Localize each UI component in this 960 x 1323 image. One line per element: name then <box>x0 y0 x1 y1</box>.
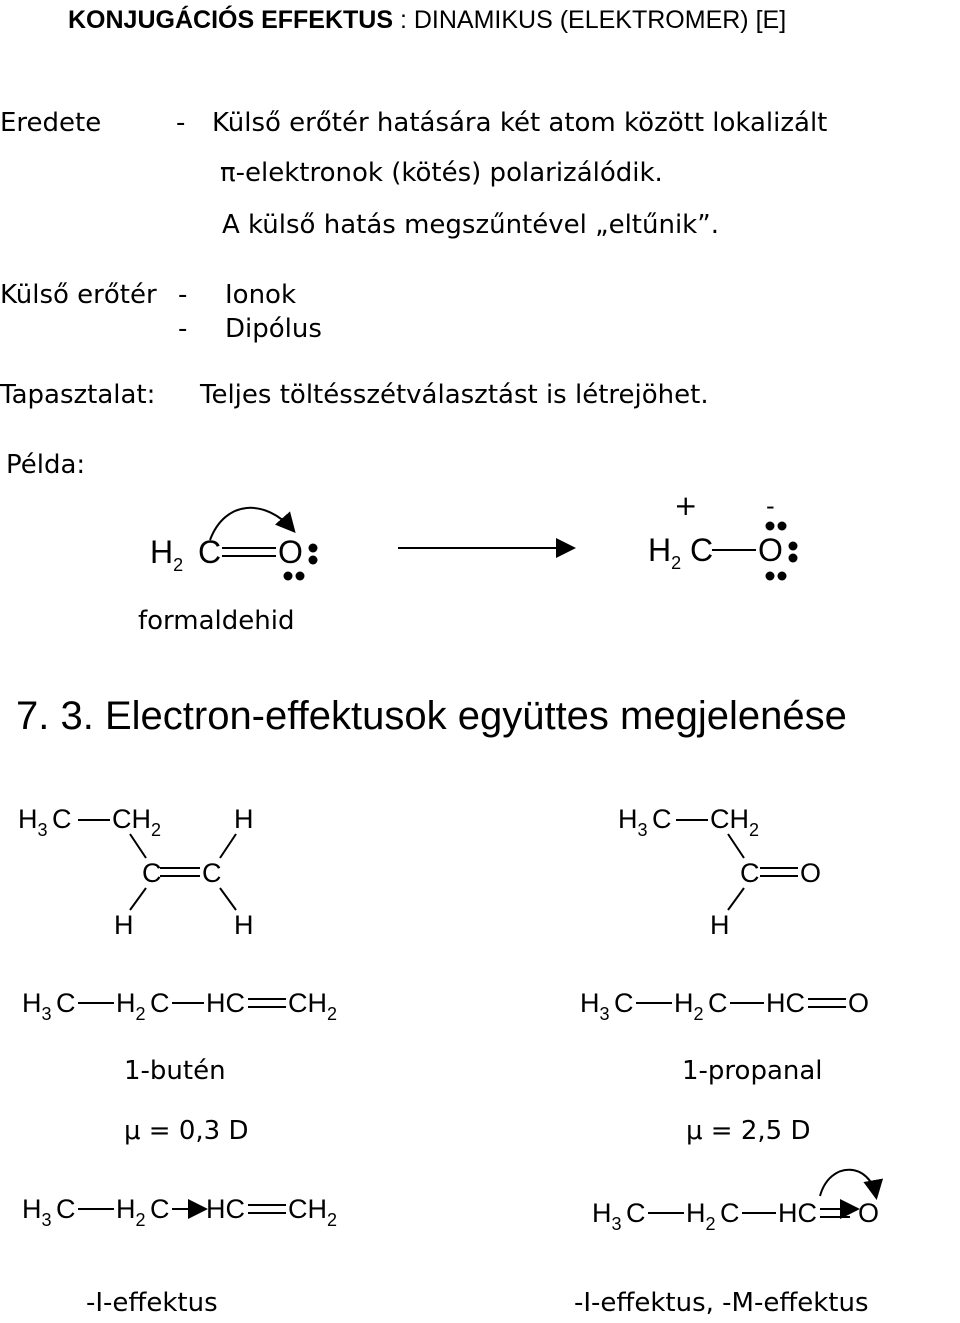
butene-arrow-hc: HC <box>206 1194 245 1224</box>
page-title: KONJUGÁCIÓS EFFEKTUS : DINAMIKUS (ELEKTR… <box>68 8 786 33</box>
page-title-rest: : DINAMIKUS (ELEKTROMER) [E] <box>393 6 787 34</box>
experience-text: Teljes töltésszétválasztást is létrejöhe… <box>200 380 709 410</box>
polarized-c: C <box>690 532 714 568</box>
butene-arrow-ch2: CH2 <box>288 1194 338 1230</box>
propanal-struct-h: H <box>710 910 730 940</box>
external-field-label: Külső erőtér <box>0 280 157 310</box>
butene-line-hc: HC <box>206 988 245 1018</box>
propanal-line-c1: C <box>614 988 634 1018</box>
propanal-curved-arrow <box>819 1168 884 1200</box>
propanal-struct-ch2: CH2 <box>710 804 760 840</box>
formaldehyde-h2: H2 <box>150 534 184 575</box>
propanal-line-h2: H2 <box>674 988 704 1024</box>
section-title: 7. 3. Electron-effektusok együttes megje… <box>16 694 847 738</box>
propanal-struct-bond-c2-h <box>727 887 745 911</box>
butene-line-c1: C <box>56 988 76 1018</box>
butene-line-h2: H2 <box>116 988 146 1024</box>
propanal-name: 1-propanal <box>682 1056 823 1086</box>
propanal-struct-c2: C <box>740 858 760 888</box>
butene-name: 1-butén <box>124 1056 226 1086</box>
butene-struct-bond-c3-htop <box>219 833 237 859</box>
propanal-line-hc: HC <box>766 988 805 1018</box>
butene-struct-h-bl: H <box>114 910 134 940</box>
butene-struct-bond-c2-hbl <box>129 887 147 911</box>
butene-arrow-h3: H3 <box>22 1194 52 1230</box>
propanal-arrow-h3: H3 <box>592 1198 622 1234</box>
propanal-arrow-h2: H2 <box>686 1198 716 1234</box>
butene-struct-h3: H3 <box>18 804 48 840</box>
minus-charge: - <box>766 492 775 520</box>
origin-dash: - <box>176 108 186 138</box>
external-field-dash-2: - <box>178 314 188 344</box>
butene-struct-c2: C <box>142 858 162 888</box>
external-field-item-dipole: Dipólus <box>225 314 322 344</box>
propanal-arrow-c2: C <box>720 1198 740 1228</box>
origin-line-1: Külső erőtér hatására két atom között lo… <box>212 108 828 138</box>
origin-line-2: π-elektronok (kötés) polarizálódik. <box>220 158 663 188</box>
formaldehyde-name: formaldehid <box>138 606 295 636</box>
propanal-dipole: μ = 2,5 D <box>686 1116 811 1146</box>
origin-label: Eredete <box>0 108 102 138</box>
plus-charge: + <box>674 489 698 522</box>
butene-effect: -I-effektus <box>86 1288 218 1318</box>
propanal-effect: -I-effektus, -M-effektus <box>574 1288 869 1318</box>
propanal-arrow-c1: C <box>626 1198 646 1228</box>
page-title-bold: KONJUGÁCIÓS EFFEKTUS <box>68 6 394 34</box>
polarized-o: O <box>758 532 783 568</box>
butene-arrow-c2: C <box>150 1194 170 1224</box>
propanal-line-o: O <box>848 988 870 1018</box>
butene-struct-c1: C <box>52 804 72 834</box>
propanal-struct-c1: C <box>652 804 672 834</box>
polarized-h2: H2 <box>648 532 682 573</box>
propanal-arrow-hc: HC <box>778 1198 817 1228</box>
butene-struct-bond-ch2-c2 <box>129 833 147 859</box>
butene-struct-ch2: CH2 <box>112 804 162 840</box>
propanal-line-h3: H3 <box>580 988 610 1024</box>
butene-line-h3: H3 <box>22 988 52 1024</box>
example-label: Példa: <box>6 450 86 480</box>
butene-arrow-c1: C <box>56 1194 76 1224</box>
origin-line-3: A külső hatás megszűntével „eltűnik”. <box>222 210 719 240</box>
experience-label: Tapasztalat: <box>0 380 156 410</box>
formaldehyde-curved-arrow <box>209 506 296 541</box>
external-field-dash-1: - <box>178 280 188 310</box>
lone-pairs <box>283 521 798 581</box>
butene-struct-h-br: H <box>234 910 254 940</box>
external-field-item-ions: Ionok <box>225 280 297 310</box>
formaldehyde-c: C <box>198 534 222 570</box>
butene-struct-c3: C <box>202 858 222 888</box>
propanal-struct-h3: H3 <box>618 804 648 840</box>
butene-struct-bond-c3-hbr <box>219 887 237 911</box>
butene-line-ch2: CH2 <box>288 988 338 1024</box>
butene-arrow-h2: H2 <box>116 1194 146 1230</box>
butene-struct-h-top: H <box>234 804 254 834</box>
butene-dipole: μ = 0,3 D <box>124 1116 249 1146</box>
butene-line-c2: C <box>150 988 170 1018</box>
propanal-struct-o: O <box>800 858 822 888</box>
propanal-struct-bond-ch2-c2 <box>727 833 745 859</box>
formaldehyde-o: O <box>278 534 303 570</box>
propanal-arrow-o: O <box>858 1198 880 1228</box>
propanal-line-c2: C <box>708 988 728 1018</box>
